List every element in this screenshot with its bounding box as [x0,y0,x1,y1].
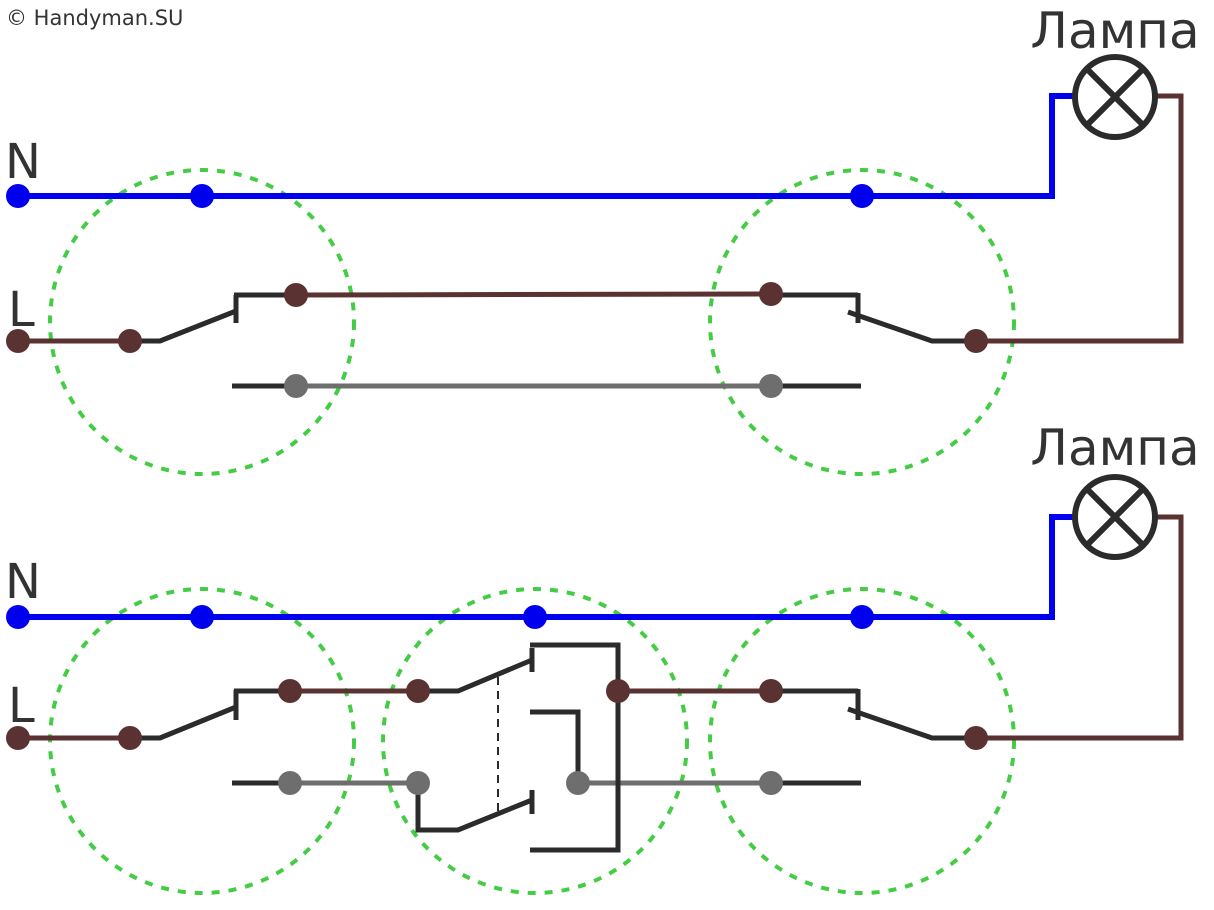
bottom-neutral-label: N [5,554,41,610]
bottom-terminal-cross-upper-left [406,679,430,703]
top-terminal-switch-2-lower [759,374,783,398]
top-line-label: L [8,282,35,338]
bottom-junction-box-left [48,587,356,895]
copyright-text: © Handyman.SU [6,6,184,30]
bottom-cross-switch [415,642,621,853]
bottom-lamp-icon [1072,474,1158,560]
bottom-switch-2-lever [847,706,976,741]
top-neutral-wire [18,93,1075,199]
bottom-terminal-switch-1-lower [278,771,302,795]
top-scheme: Лампа N L [5,2,1200,476]
bottom-switch-1-lever [130,704,237,741]
top-junction-box-right [708,168,1016,476]
bottom-neutral-terminal-box-right [850,605,874,629]
bottom-terminal-cross-lower-left [406,771,430,795]
top-lamp-icon [1072,54,1158,140]
bottom-line-label: L [8,678,35,734]
bottom-neutral-terminal-box-middle [523,605,547,629]
bottom-scheme: Лампа N L [5,419,1200,895]
bottom-terminal-switch-1-upper [278,679,302,703]
bottom-line-terminal-switch-1 [118,726,142,750]
bottom-lamp-return-wire [976,514,1184,741]
top-lamp-return-wire [976,93,1184,344]
bottom-terminal-switch-2-lower [759,771,783,795]
top-lamp-label: Лампа [1030,2,1199,60]
top-neutral-terminal-box-right [850,184,874,208]
top-line-terminal-switch-1 [118,329,142,353]
bottom-neutral-terminal-box-left [190,605,214,629]
bottom-neutral-wire [18,514,1075,620]
bottom-lamp-label: Лампа [1030,419,1199,477]
bottom-terminal-switch-2-output [964,726,988,750]
bottom-junction-box-right [708,587,1016,895]
top-junction-box-left [48,168,356,476]
top-terminal-switch-2-upper [759,282,783,306]
bottom-terminal-switch-2-upper [759,679,783,703]
bottom-line-terminal-input [6,726,30,750]
top-switch-2-lever [847,309,976,344]
top-traveler-upper [295,291,772,298]
top-line-terminal-input [6,329,30,353]
top-neutral-terminal-box-left [190,184,214,208]
top-terminal-switch-2-output [964,329,988,353]
top-terminal-switch-1-lower [284,374,308,398]
bottom-junction-box-middle [381,587,689,895]
top-neutral-label: N [5,134,41,190]
bottom-terminal-cross-upper-right [606,679,630,703]
top-neutral-terminal-input [6,184,30,208]
top-switch-1-lever [130,308,237,344]
bottom-terminal-cross-lower-right [566,771,590,795]
bottom-neutral-terminal-input [6,605,30,629]
top-terminal-switch-1-upper [284,283,308,307]
